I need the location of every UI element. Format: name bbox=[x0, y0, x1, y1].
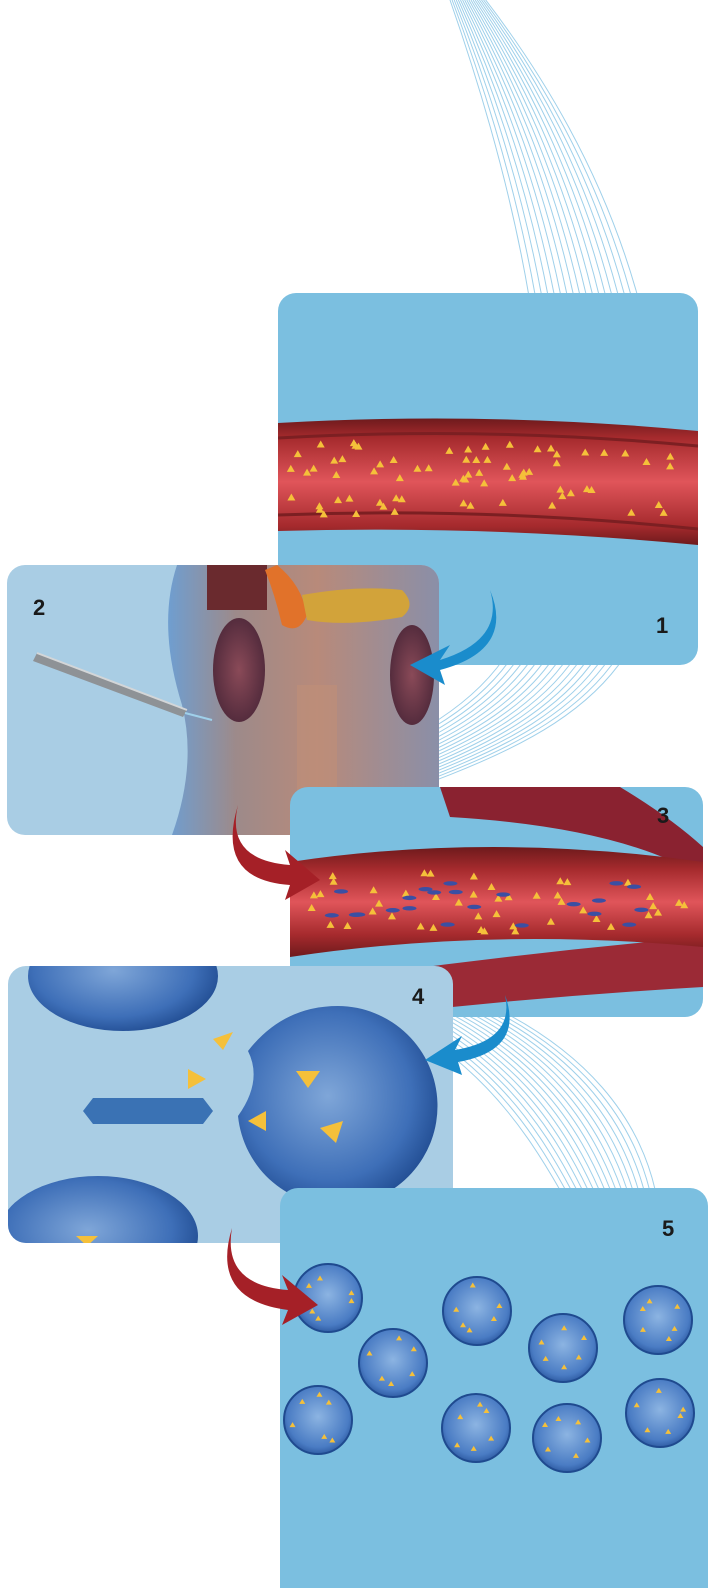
step-number-1: 1 bbox=[656, 613, 668, 639]
step-number-5: 5 bbox=[662, 1216, 674, 1242]
loaded-cells-illustration bbox=[280, 1188, 708, 1588]
step-number-3: 3 bbox=[657, 803, 669, 829]
step-5-panel: 5 bbox=[280, 1188, 708, 1588]
step-number-4: 4 bbox=[412, 984, 424, 1010]
step-number-2: 2 bbox=[33, 595, 45, 621]
